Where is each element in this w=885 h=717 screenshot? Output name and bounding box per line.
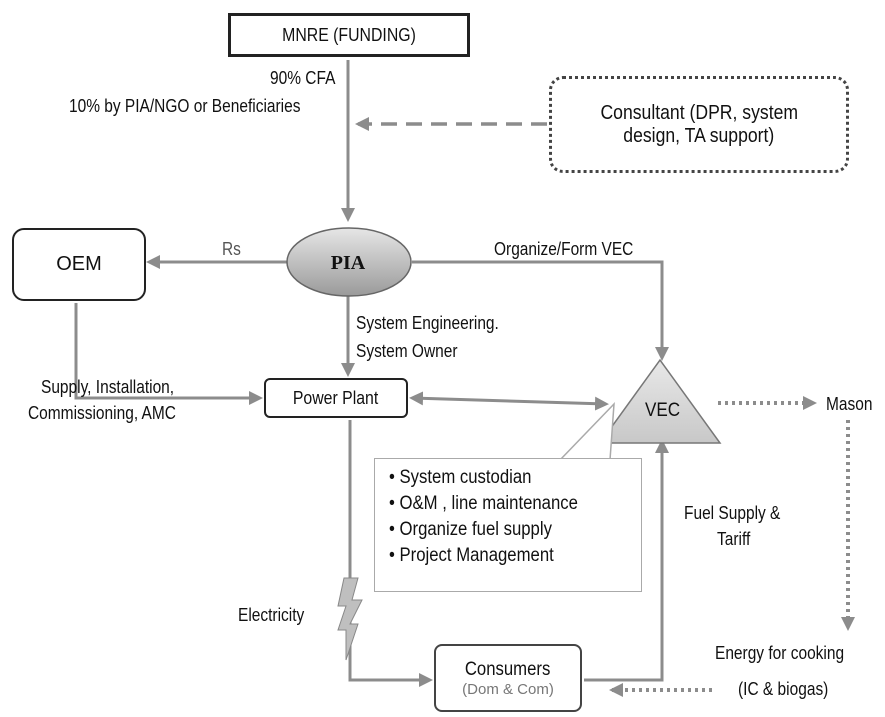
consumers-box: Consumers (Dom & Com)	[434, 644, 582, 712]
mason-label: Mason	[826, 394, 873, 414]
cfa-label: 90% CFA	[270, 68, 336, 88]
vec-role-item: Project Management	[389, 543, 611, 569]
oem-box: OEM	[12, 228, 146, 301]
energy-cooking-label-line2: (IC & biogas)	[738, 679, 829, 699]
vec-role-item: Organize fuel supply	[389, 517, 611, 543]
organize-vec-label: Organize/Form VEC	[494, 239, 634, 259]
arrow-oem-to-plant	[74, 303, 263, 405]
callout-pointer	[558, 401, 615, 461]
system-owner-label: System Owner	[356, 341, 458, 361]
lightning-icon	[337, 577, 363, 661]
mnre-box: MNRE (FUNDING)	[228, 13, 470, 57]
oem-label: OEM	[56, 253, 102, 275]
fuel-supply-label-line1: Fuel Supply &	[684, 503, 781, 523]
vec-roles-list: System custodian O&M , line maintenance …	[375, 459, 641, 569]
vec-role-item: O&M , line maintenance	[389, 491, 611, 517]
consumers-label: Consumers	[465, 658, 551, 680]
arrow-plant-vec	[409, 391, 609, 411]
supply-label-line1: Supply, Installation,	[41, 377, 175, 397]
vec-role-item: System custodian	[389, 465, 611, 491]
consultant-label-line1: Consultant (DPR, system	[600, 101, 798, 124]
power-plant-label: Power Plant	[293, 387, 379, 408]
supply-label-line2: Commissioning, AMC	[28, 403, 176, 423]
power-plant-box: Power Plant	[264, 378, 408, 418]
consultant-label-line2: design, TA support)	[623, 124, 775, 147]
vec-label: VEC	[645, 400, 681, 421]
consumers-sublabel: (Dom & Com)	[462, 680, 554, 698]
consultant-box: Consultant (DPR, system design, TA suppo…	[549, 76, 849, 173]
energy-cooking-label-line1: Energy for cooking	[715, 643, 845, 663]
rs-label: Rs	[222, 239, 241, 259]
pia-node-shape	[286, 227, 412, 297]
vec-node-shape	[598, 358, 722, 444]
arrow-consumers-to-vec	[584, 439, 669, 682]
mnre-label: MNRE (FUNDING)	[282, 24, 416, 45]
arrow-pia-to-vec	[412, 260, 669, 361]
system-engineering-label: System Engineering.	[356, 313, 499, 333]
share-label: 10% by PIA/NGO or Beneficiaries	[69, 96, 301, 116]
vec-roles-callout: System custodian O&M , line maintenance …	[374, 458, 642, 592]
pia-label: PIA	[330, 252, 366, 274]
fuel-supply-label-line2: Tariff	[717, 529, 751, 549]
arrow-plant-to-consumers	[348, 420, 433, 687]
electricity-label: Electricity	[238, 605, 305, 625]
